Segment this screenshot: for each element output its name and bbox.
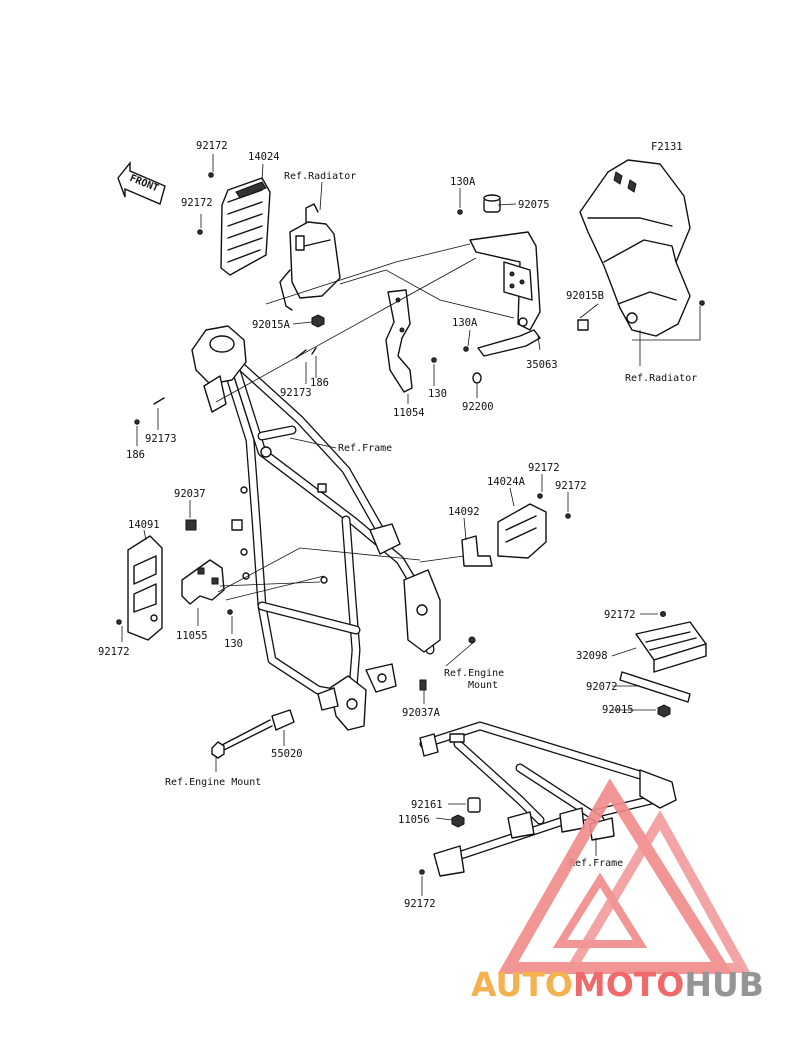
bolt-icon	[197, 229, 203, 235]
bolt-icon	[116, 619, 122, 625]
label-92015: 92015	[602, 704, 634, 716]
bolt-55020	[211, 709, 295, 759]
label-92173: 92173	[280, 387, 312, 399]
label-11054: 11054	[393, 407, 425, 419]
label-186: 186	[126, 449, 145, 461]
reservoir-tank	[279, 203, 341, 311]
watermark-logo: AUTOMOTOHUB	[471, 778, 764, 1004]
bolt-icon	[463, 346, 469, 352]
bolt-icon	[419, 869, 425, 875]
cover-14024A	[497, 503, 547, 559]
collar-92161	[467, 797, 481, 813]
bracket-upper	[469, 231, 541, 331]
part-14024-shroud	[220, 177, 271, 276]
label-11055: 11055	[176, 630, 208, 642]
label-92015B: 92015B	[566, 290, 604, 302]
triangle-logo-icon	[497, 778, 751, 974]
label-92173: 92173	[145, 433, 177, 445]
clip-92173	[295, 347, 317, 359]
leader-lines	[121, 154, 701, 896]
label-92172: 92172	[196, 140, 228, 152]
label-92172: 92172	[528, 462, 560, 474]
label-14024A: 14024A	[487, 476, 526, 488]
label-92072: 92072	[586, 681, 618, 693]
label-92161: 92161	[411, 799, 443, 811]
label-130: 130	[224, 638, 243, 650]
label-ref-engine-mount: Ref.Engine	[444, 668, 504, 679]
label-92172: 92172	[181, 197, 213, 209]
collar-92015B	[577, 319, 589, 331]
label-92200: 92200	[462, 401, 494, 413]
bolt-icon	[699, 300, 705, 306]
label-32098: 32098	[576, 650, 608, 662]
label-92172: 92172	[404, 898, 436, 910]
bolt-icon	[134, 419, 140, 425]
part-labels: 92172 14024 92172 Ref.Radiator 92015A 13…	[98, 140, 697, 910]
label-11056: 11056	[398, 814, 430, 826]
box-32098	[635, 621, 707, 673]
front-arrow-icon: FRONT	[117, 161, 166, 205]
nut-icon	[657, 704, 671, 718]
label-186: 186	[310, 377, 329, 389]
nut-icon	[468, 636, 476, 644]
nut-icon	[311, 314, 325, 328]
nut-icon	[451, 814, 465, 828]
label-92015A: 92015A	[252, 319, 291, 331]
label-92172: 92172	[98, 646, 130, 658]
bracket-11055	[181, 559, 225, 605]
label-92037: 92037	[174, 488, 206, 500]
bolt-icon	[208, 172, 214, 178]
bolt-icon	[227, 609, 233, 615]
label-ref-engine-mount: Ref.Engine Mount	[165, 777, 261, 788]
label-130A: 130A	[450, 176, 476, 188]
watermark-text: AUTOMOTOHUB	[471, 965, 764, 1004]
label-130A: 130A	[452, 317, 478, 329]
bracket-14092	[461, 535, 493, 567]
label-92172: 92172	[604, 609, 636, 621]
label-14091: 14091	[128, 519, 160, 531]
label-92075: 92075	[518, 199, 550, 211]
bolt-icon	[537, 493, 543, 499]
strap-92072	[619, 671, 691, 703]
washer-92200	[472, 372, 482, 384]
bolt-icon	[457, 209, 463, 215]
cover-14091	[127, 535, 163, 641]
label-14092: 14092	[448, 506, 480, 518]
nut-92037	[185, 519, 197, 531]
label-ref-frame: Ref.Frame	[569, 858, 623, 869]
label-ref-frame: Ref.Frame	[338, 443, 392, 454]
collar-92037A	[419, 679, 427, 691]
main-frame	[191, 325, 441, 731]
collar-92075	[483, 194, 501, 213]
bolt-icon	[565, 513, 571, 519]
side-cover-shroud	[579, 159, 691, 337]
label-130: 130	[428, 388, 447, 400]
bracket-35063	[477, 317, 541, 357]
label-ref-radiator: Ref.Radiator	[284, 171, 356, 182]
label-ref-engine-mount: Mount	[468, 680, 498, 691]
label-55020: 55020	[271, 748, 303, 760]
bracket-11054	[385, 289, 413, 393]
clip-92173	[153, 397, 165, 405]
label-35063: 35063	[526, 359, 558, 371]
label-92037A: 92037A	[402, 707, 441, 719]
bolt-icon	[660, 611, 666, 617]
label-14024: 14024	[248, 151, 280, 163]
label-ref-radiator: Ref.Radiator	[625, 373, 697, 384]
bolt-icon	[431, 357, 437, 363]
figure-code: F2131	[651, 141, 683, 153]
label-92172: 92172	[555, 480, 587, 492]
